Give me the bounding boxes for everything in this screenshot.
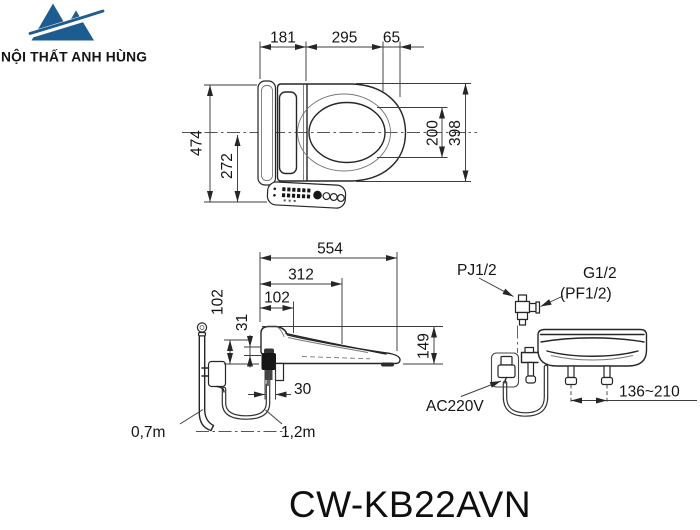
dim-398: 398 <box>447 120 464 146</box>
model-title: CW-KB22AVN <box>289 484 531 525</box>
label-ac220v: AC220V <box>426 398 484 415</box>
dim-554: 554 <box>317 241 343 258</box>
power-plug-side <box>201 360 227 393</box>
dim-65: 65 <box>383 30 400 47</box>
water-inlet-valve-side <box>261 348 276 386</box>
dim-31: 31 <box>234 314 251 331</box>
control-panel <box>266 181 347 209</box>
label-cord-length: 1,2m <box>281 424 315 441</box>
dim-102-horizontal: 102 <box>264 290 290 307</box>
label-g12: G1/2 <box>583 265 617 282</box>
side-view: 554 312 102 102 31 30 149 0,7m 1,2m <box>131 241 443 441</box>
dim-30: 30 <box>294 381 312 398</box>
label-hose-length: 0,7m <box>131 424 165 441</box>
power-cord-side <box>221 382 271 420</box>
dim-272: 272 <box>219 153 236 179</box>
dim-200: 200 <box>425 120 442 146</box>
dim-181: 181 <box>270 30 296 47</box>
water-hose-side <box>196 322 215 432</box>
dim-102-vertical: 102 <box>210 289 227 315</box>
dim-bolt-pitch: 136~210 <box>619 384 680 401</box>
label-pj12: PJ1/2 <box>457 262 497 279</box>
plan-view: 181 295 65 474 272 398 200 <box>182 30 477 209</box>
brand-logo-icon <box>24 3 105 41</box>
brand-name: NỘI THẤT ANH HÙNG <box>1 48 147 65</box>
rear-view: 136~210 PJ1/2 G1/2 (PF1/2) AC220V <box>426 262 697 417</box>
dim-295: 295 <box>332 30 358 47</box>
dim-474: 474 <box>189 130 206 156</box>
power-plug-rear <box>490 352 520 388</box>
supply-valve <box>514 294 541 326</box>
dim-312: 312 <box>288 267 314 284</box>
mounting-bolts <box>564 365 614 386</box>
dim-149: 149 <box>416 333 433 359</box>
label-pf12: (PF1/2) <box>560 286 612 303</box>
